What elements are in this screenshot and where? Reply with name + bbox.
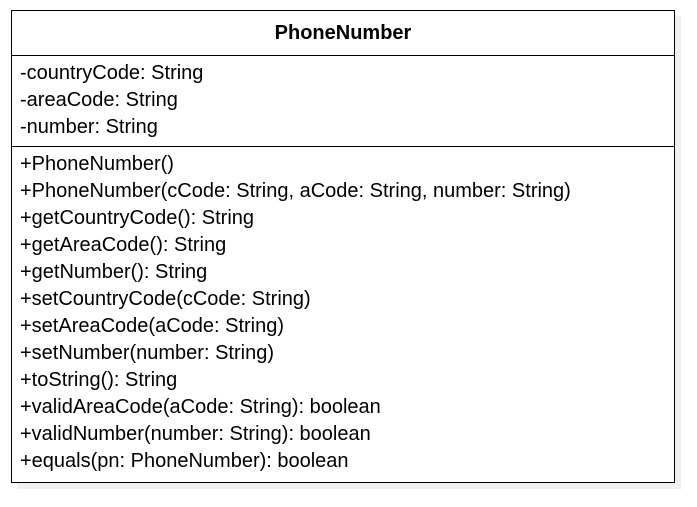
operation-set-country-code: +setCountryCode(cCode: String)	[20, 288, 311, 310]
operation-constructor-full: +PhoneNumber(cCode: String, aCode: Strin…	[20, 180, 571, 202]
attribute-number: -number: String	[20, 116, 158, 138]
operation-valid-area-code: +validAreaCode(aCode: String): boolean	[20, 396, 381, 418]
operation-get-number: +getNumber(): String	[20, 261, 208, 283]
operation-valid-number: +validNumber(number: String): boolean	[20, 423, 371, 445]
operations-compartment: +PhoneNumber() +PhoneNumber(cCode: Strin…	[12, 147, 674, 475]
uml-class-box[interactable]: PhoneNumber -countryCode: String -areaCo…	[11, 10, 675, 483]
operation-get-area-code: +getAreaCode(): String	[20, 234, 227, 256]
operation-to-string: +toString(): String	[20, 369, 178, 391]
class-name: PhoneNumber	[12, 11, 674, 56]
operation-constructor-default: +PhoneNumber()	[20, 153, 174, 175]
attributes-compartment: -countryCode: String -areaCode: String -…	[12, 56, 674, 147]
operation-get-country-code: +getCountryCode(): String	[20, 207, 255, 229]
operation-set-number: +setNumber(number: String)	[20, 342, 274, 364]
operation-equals: +equals(pn: PhoneNumber): boolean	[20, 450, 349, 472]
attribute-area-code: -areaCode: String	[20, 89, 178, 111]
attribute-country-code: -countryCode: String	[20, 62, 204, 84]
operation-set-area-code: +setAreaCode(aCode: String)	[20, 315, 285, 337]
